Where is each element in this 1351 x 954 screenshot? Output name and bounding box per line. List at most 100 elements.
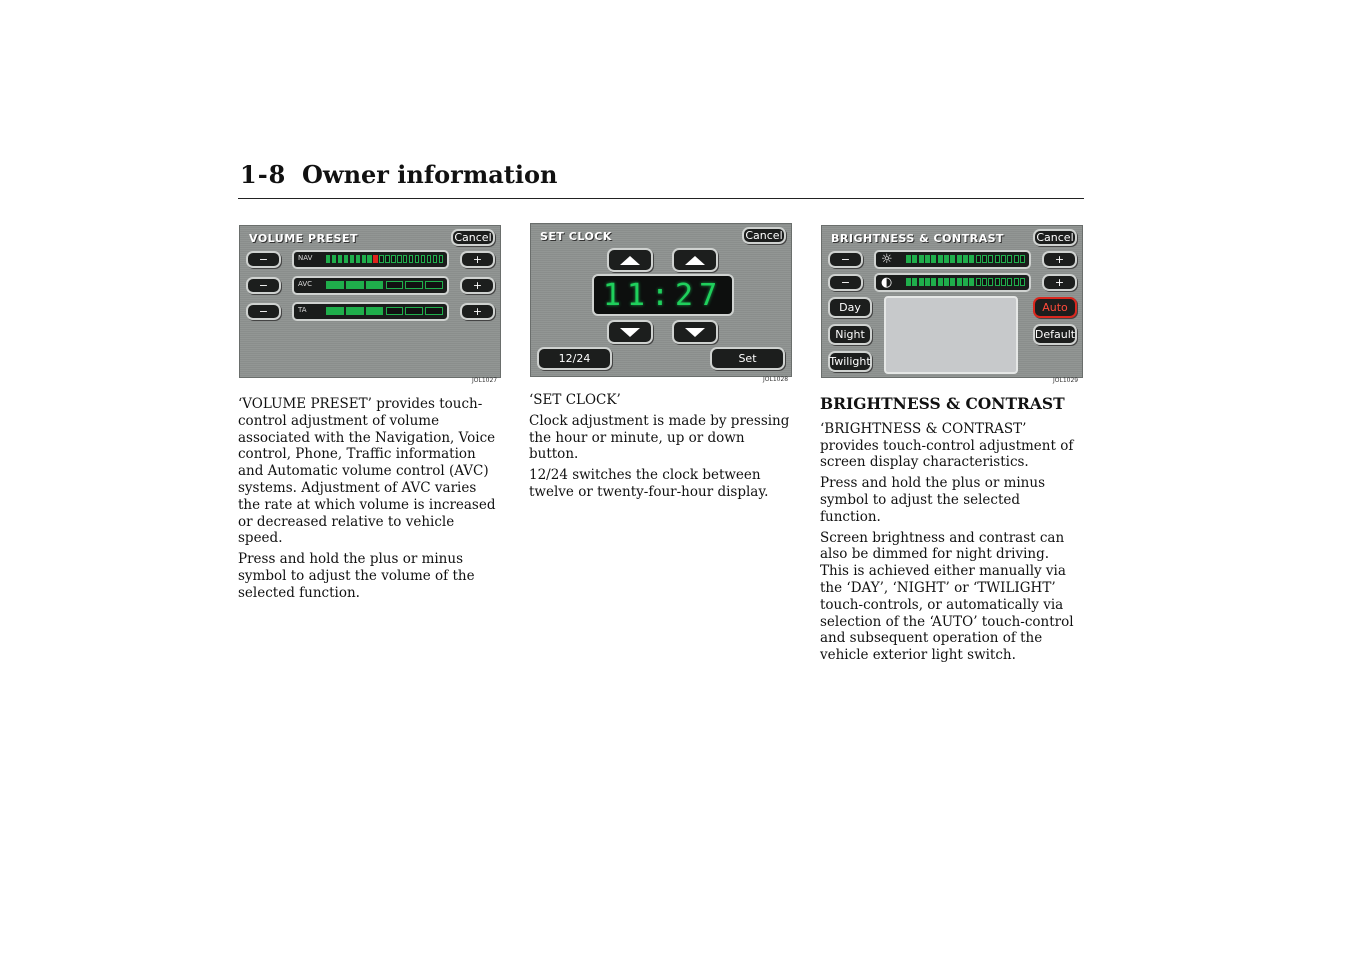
avc-minus-button[interactable]: −	[246, 277, 281, 294]
contrast-minus-button[interactable]: −	[828, 274, 863, 291]
default-button[interactable]: Default	[1033, 324, 1077, 345]
level-segment	[925, 278, 930, 286]
clock-display: 11:27	[592, 274, 734, 316]
ta-minus-button[interactable]: −	[246, 303, 281, 320]
level-segment	[326, 281, 344, 289]
level-segment	[343, 255, 349, 263]
level-segment	[405, 307, 424, 315]
level-segment	[438, 255, 443, 263]
level-segment	[969, 278, 975, 286]
level-segment	[994, 255, 1000, 263]
brightness-description: BRIGHTNESS & CONTRAST ‘BRIGHTNESS & CONT…	[820, 394, 1082, 668]
level-segment	[975, 255, 981, 263]
level-segment	[918, 278, 924, 286]
level-segment	[944, 278, 949, 286]
minute-down-button[interactable]	[672, 320, 718, 344]
level-segment	[912, 278, 918, 286]
nav-label: NAV	[298, 254, 313, 262]
paragraph: ‘VOLUME PRESET’ provides touch-control a…	[238, 396, 496, 547]
level-segment	[391, 255, 396, 263]
level-segment	[397, 255, 402, 263]
level-segment	[408, 255, 414, 263]
auto-button[interactable]: Auto	[1033, 297, 1077, 318]
page-number: 1-8	[240, 160, 287, 189]
level-segment	[937, 255, 943, 263]
cancel-button[interactable]: Cancel	[451, 229, 495, 246]
hour-down-button[interactable]	[607, 320, 653, 344]
contrast-bar[interactable]: ◐	[874, 273, 1031, 292]
section-heading: BRIGHTNESS & CONTRAST	[820, 394, 1065, 413]
level-segment	[975, 278, 981, 286]
avc-plus-button[interactable]: +	[460, 277, 495, 294]
nav-plus-button[interactable]: +	[460, 251, 495, 268]
level-segment	[361, 255, 366, 263]
arrow-up-icon	[685, 255, 705, 265]
brightness-plus-button[interactable]: +	[1042, 251, 1077, 268]
12-24-button[interactable]: 12/24	[537, 347, 612, 370]
contrast-plus-button[interactable]: +	[1042, 274, 1077, 291]
level-segment	[345, 281, 364, 289]
level-segment	[950, 278, 956, 286]
level-segment	[937, 278, 943, 286]
level-segment	[982, 278, 987, 286]
nav-minus-button[interactable]: −	[246, 251, 281, 268]
ta-plus-button[interactable]: +	[460, 303, 495, 320]
paragraph: Press and hold the plus or minus symbol …	[238, 551, 475, 601]
level-segment	[337, 255, 343, 263]
brightness-bar[interactable]: ☼	[874, 250, 1031, 269]
paragraph: Clock adjustment is made by pressing the…	[529, 412, 790, 463]
level-segment	[403, 255, 408, 263]
ta-volume-bar[interactable]: TA	[292, 302, 449, 321]
paragraph: Screen brightness and contrast can also …	[820, 529, 1074, 664]
level-segment	[326, 307, 344, 315]
level-segment	[1013, 278, 1019, 286]
day-button[interactable]: Day	[828, 297, 872, 318]
level-segment	[425, 307, 443, 315]
level-segment	[988, 255, 994, 263]
level-segment	[1020, 278, 1025, 286]
level-segment	[345, 307, 364, 315]
level-segment	[432, 255, 438, 263]
level-segment	[405, 281, 424, 289]
sun-icon: ☼	[881, 252, 893, 267]
arrow-up-icon	[620, 255, 640, 265]
level-segment	[912, 255, 918, 263]
minute-up-button[interactable]	[672, 248, 718, 272]
volume-description: ‘VOLUME PRESET’ provides touch-control a…	[238, 396, 502, 606]
figure-ref: JOL1028	[763, 376, 789, 383]
panel-title: BRIGHTNESS & CONTRAST	[831, 232, 1005, 245]
set-button[interactable]: Set	[710, 347, 785, 370]
volume-preset-panel: VOLUME PRESET Cancel − NAV + − AVC + − T…	[239, 225, 501, 378]
level-segment	[331, 255, 337, 263]
nav-volume-bar[interactable]: NAV	[292, 250, 449, 269]
brightness-minus-button[interactable]: −	[828, 251, 863, 268]
twilight-button[interactable]: Twilight	[828, 351, 872, 372]
set-clock-panel: SET CLOCK Cancel 11:27 12/24 Set	[530, 223, 792, 377]
avc-label: AVC	[298, 280, 313, 288]
level-segment	[963, 255, 968, 263]
contrast-icon: ◐	[881, 275, 893, 290]
level-segment	[925, 255, 930, 263]
cancel-button[interactable]: Cancel	[742, 227, 786, 244]
level-segment	[1007, 278, 1013, 286]
level-segment	[994, 278, 1000, 286]
brightness-contrast-panel: BRIGHTNESS & CONTRAST Cancel − ☼ + − ◐ +…	[821, 225, 1083, 378]
paragraph: Press and hold the plus or minus symbol …	[820, 475, 1046, 525]
preview-screen	[884, 296, 1018, 374]
avc-volume-bar[interactable]: AVC	[292, 276, 449, 295]
level-segment	[349, 255, 355, 263]
hour-up-button[interactable]	[607, 248, 653, 272]
level-segment	[1020, 255, 1025, 263]
level-segment	[988, 278, 994, 286]
cancel-button[interactable]: Cancel	[1033, 229, 1077, 246]
figure-ref: JOL1027	[472, 377, 498, 384]
level-segment	[385, 281, 404, 289]
level-segment	[420, 255, 426, 263]
night-button[interactable]: Night	[828, 324, 872, 345]
level-segment	[906, 278, 911, 286]
ta-label: TA	[298, 306, 307, 314]
level-segment	[1001, 255, 1006, 263]
level-segment	[931, 255, 937, 263]
figure-ref: JOL1029	[1053, 377, 1079, 384]
level-segment	[1013, 255, 1019, 263]
